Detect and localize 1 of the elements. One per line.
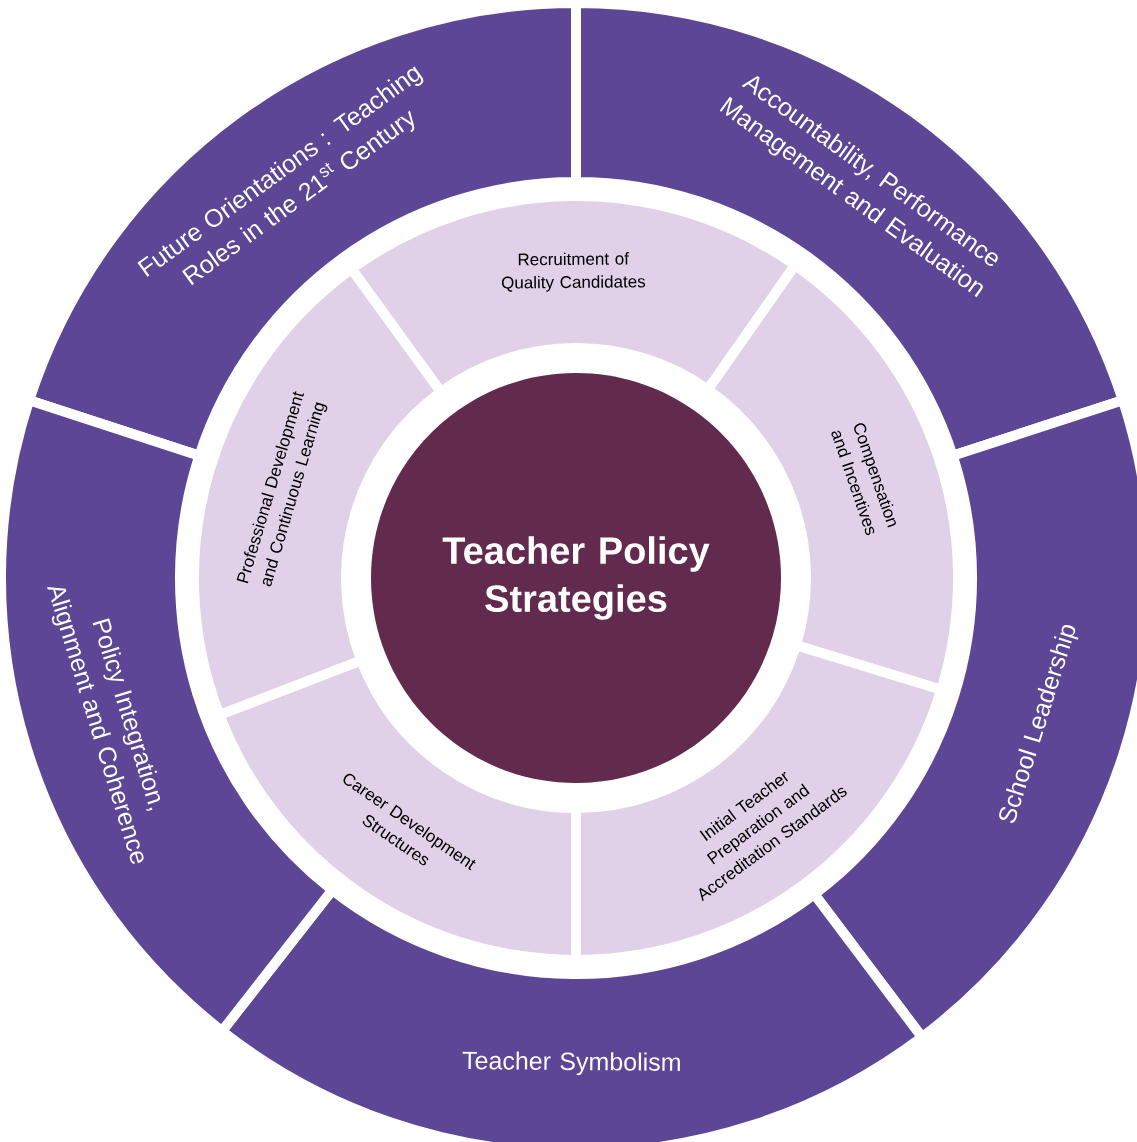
node-label: Teacher Symbolism (462, 1051, 680, 1076)
